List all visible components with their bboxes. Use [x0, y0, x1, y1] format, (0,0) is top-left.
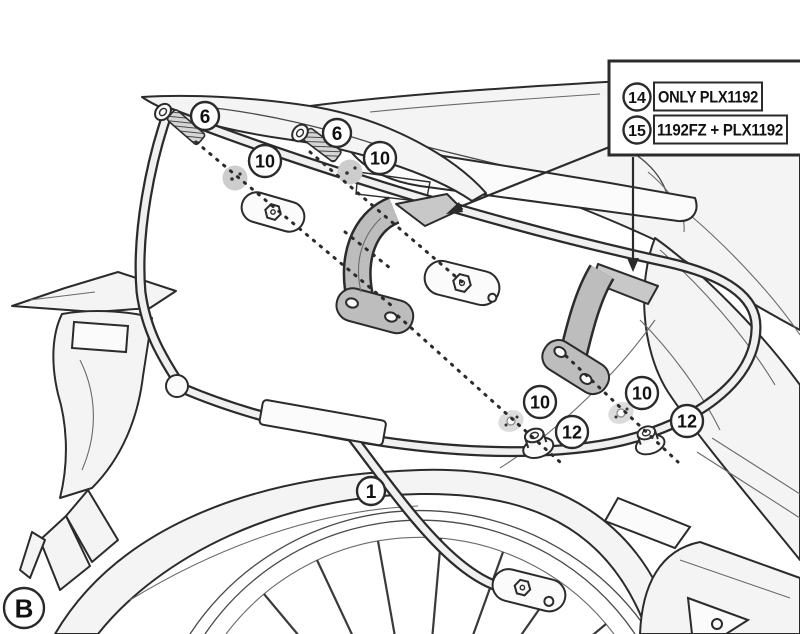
legend-number-15: 15: [628, 123, 646, 140]
legend-number-14: 14: [628, 90, 646, 107]
mount-plate-front: [240, 191, 306, 233]
bracket-14-tab: [395, 193, 463, 227]
washer-10-upper-left: [222, 165, 248, 191]
pannier-rack-frame: [134, 106, 762, 596]
swingarm: [639, 541, 800, 634]
svg-text:1: 1: [366, 482, 377, 503]
washer-10-upper-right: [337, 159, 363, 185]
svg-text:10: 10: [255, 151, 275, 171]
screw-6-left: [154, 102, 206, 146]
washer-10-lower-left: [498, 410, 524, 432]
nut-12-right: [634, 425, 666, 456]
swingarm-bracket-hole: [711, 618, 723, 630]
callouts: 6 6 10 10 10 12 10 12 1B: [2, 100, 705, 630]
callout-10: 10: [362, 140, 398, 176]
legend-label-14: ONLY PLX1192: [658, 88, 758, 107]
arrowhead-icon: [446, 202, 463, 214]
svg-text:10: 10: [632, 383, 652, 403]
svg-text:10: 10: [370, 148, 390, 168]
callout-6: 6: [189, 100, 221, 132]
svg-text:B: B: [15, 593, 34, 623]
mount-plate-fender: [491, 568, 567, 613]
tail-cowl-left: [141, 94, 487, 202]
rear-fender: [54, 468, 677, 634]
callout-12: 12: [554, 414, 590, 450]
callout-6: 6: [321, 117, 353, 149]
callout-1: 1: [355, 475, 387, 507]
rack-knob: [165, 374, 189, 398]
rack-rail-plate: [258, 399, 387, 447]
svg-text:10: 10: [530, 392, 550, 412]
legend-label-15: 1192FZ + PLX1192: [657, 121, 783, 140]
nut-12-left: [522, 427, 555, 460]
swingarm-bracket: [686, 596, 751, 634]
bracket-14-strap: [335, 193, 463, 335]
side-panel-vent-slot: [603, 496, 692, 550]
hex-bolt-icon: [264, 203, 282, 221]
legend-row-14: 14 ONLY PLX1192: [622, 81, 763, 112]
callout-10: 10: [247, 143, 283, 179]
arrow-to-bracket-14: [446, 144, 613, 214]
callout-10: 10: [624, 375, 660, 411]
svg-text:6: 6: [200, 107, 211, 128]
bolt-axis-dotted-lines: [194, 140, 680, 464]
hex-bolt-icon: [513, 578, 532, 597]
callout-B: B: [2, 586, 46, 630]
svg-text:6: 6: [332, 124, 343, 145]
callout-12: 12: [669, 403, 705, 439]
svg-text:12: 12: [677, 411, 697, 431]
callout-10: 10: [522, 384, 558, 420]
svg-text:12: 12: [562, 422, 582, 442]
legend-box: 14 ONLY PLX1192 15 1192FZ + PLX1192: [607, 59, 800, 157]
arrow-to-bracket-15: [627, 157, 639, 272]
legend-row-15: 15 1192FZ + PLX1192: [622, 114, 788, 145]
arrowhead-icon: [627, 258, 639, 272]
